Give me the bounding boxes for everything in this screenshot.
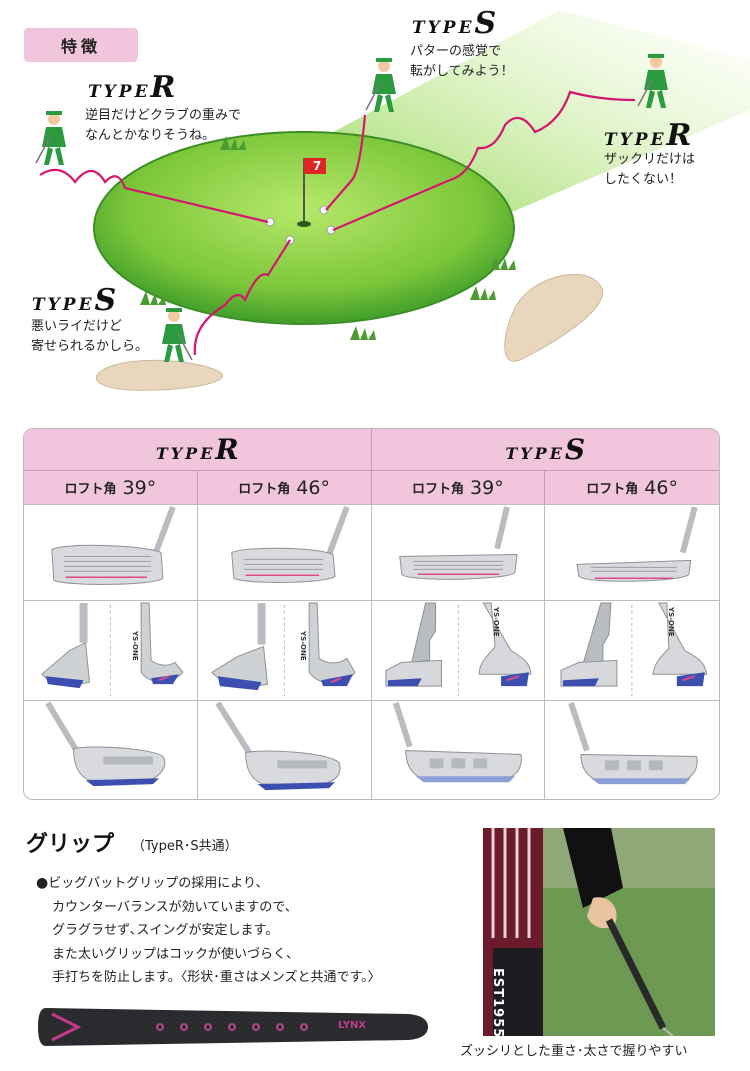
putting-green: [93, 131, 515, 325]
caption-type-s-top: パターの感覚で 転がしてみよう！: [410, 44, 514, 79]
bunker-left: [95, 359, 223, 391]
feature-badge: 特徴: [24, 28, 138, 62]
type-s-label-top: TYPES: [412, 6, 497, 41]
spec-type-s-header: TYPES: [505, 433, 586, 466]
flag-number: 7: [312, 159, 322, 173]
grip-photo: EST1955: [483, 828, 715, 1036]
spec-type-r-header: TYPER: [24, 429, 372, 470]
shaft-mark: YS-ONE: [491, 607, 500, 637]
sole-view-row: [24, 700, 719, 799]
grip-line: グラグラせず､スイングが安定します。: [52, 923, 279, 938]
type-s-label-bottom: TYPES: [32, 283, 117, 318]
grip-line: カウンターバランスが効いていますので、: [52, 899, 298, 915]
club-side-image: YS-ONE: [372, 601, 546, 700]
course-illustration: [35, 10, 750, 391]
grip-image: LYNX: [38, 998, 430, 1056]
club-side-image: YS-ONE: [198, 601, 372, 700]
grip-line: 手打ちを防止します。〈形状･重さはメンズと共通です。〉: [52, 970, 381, 985]
grip-description: ●ビッグバットグリップの採用により、 カウンターバランスが効いていますので、 グ…: [36, 872, 381, 990]
grip-title: グリップ: [26, 832, 115, 857]
shaft-mark: YS-ONE: [298, 631, 307, 661]
photo-caption: ズッシリとした重さ･太さで握りやすい: [460, 1044, 688, 1059]
grip-line: また太いグリップはコックが使いづらく、: [52, 946, 300, 962]
caption-type-s-bottom: 悪いライだけど 寄せられるかしら。: [31, 319, 149, 354]
side-view-row: YS-ONE YS-ONE: [24, 600, 719, 700]
bunker-right: [504, 273, 603, 362]
bullet: ●: [36, 875, 49, 891]
ball: [319, 205, 329, 215]
shaft-mark: YS-ONE: [667, 607, 676, 637]
club-sole-image: [372, 701, 546, 799]
club-face-image: [372, 505, 546, 600]
grass-tufts: [140, 136, 516, 340]
club-face-image: [24, 505, 198, 600]
feature-illustration: 7 特徴 TYPER 逆目だけどクラブの重みで なんとかなりそうね。 TYPES…: [0, 0, 750, 410]
spec-type-header-row: TYPER TYPES: [24, 429, 719, 470]
club-sole-image: [198, 701, 372, 799]
type-r-label-left: TYPER: [88, 70, 176, 105]
grip-brand-logo: LYNX: [338, 1020, 367, 1031]
club-face-image: [545, 505, 719, 600]
grip-note: （TypeR･S共通）: [132, 839, 238, 854]
flag: [304, 158, 326, 174]
club-face-image: [198, 505, 372, 600]
caption-type-r-right: ザックリだけは したくない！: [604, 152, 696, 187]
grip-line: ●ビッグバットグリップの採用により、: [36, 875, 269, 891]
shaft-mark: YS-ONE: [131, 631, 139, 661]
hole-cup: [297, 221, 311, 227]
photo-text: EST1955: [490, 968, 505, 1036]
golfer-figures: [35, 54, 668, 362]
club-sole-image: [545, 701, 719, 799]
face-view-row: [24, 504, 719, 600]
club-sole-image: [24, 701, 198, 799]
type-r-label-right: TYPER: [604, 118, 692, 153]
shot-trajectories: [39, 90, 636, 356]
club-side-image: YS-ONE: [545, 601, 719, 700]
caption-type-r-left: 逆目だけどクラブの重みで なんとかなりそうね。: [85, 108, 242, 143]
club-side-image: YS-ONE: [24, 601, 198, 700]
